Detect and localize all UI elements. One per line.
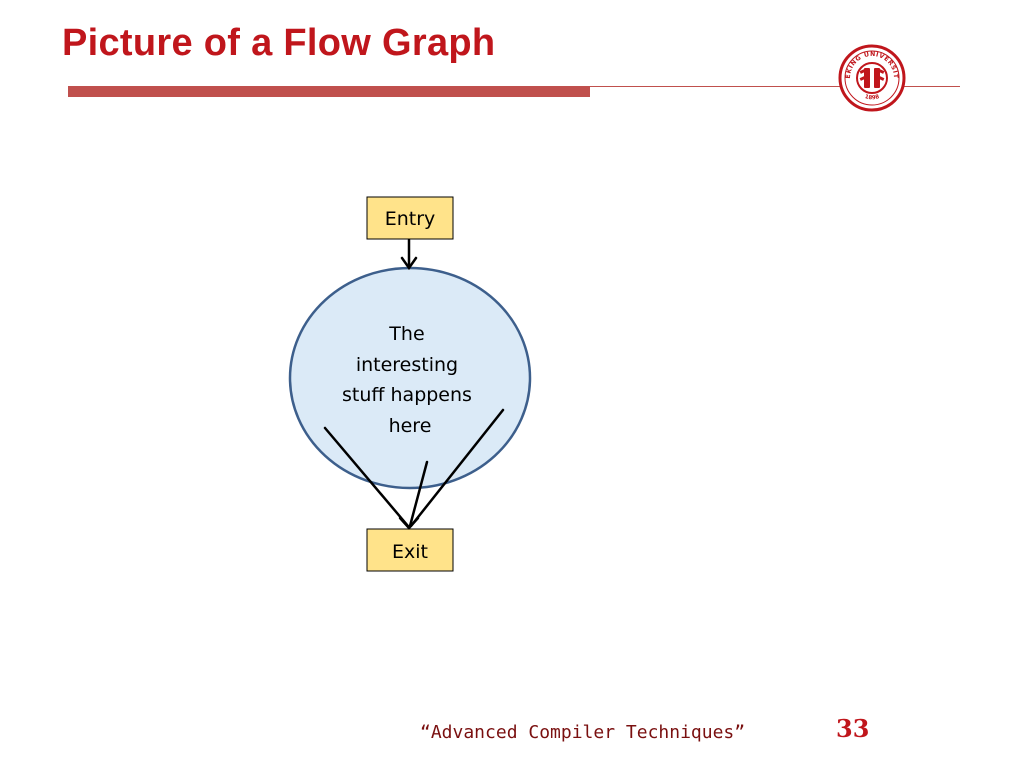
region-text: The interesting stuff happens here: [342, 323, 478, 437]
region-text-line-2: interesting: [356, 354, 458, 376]
title-underline-thin: [590, 86, 960, 87]
seal-year-text: 1898: [864, 94, 880, 101]
entry-node: Entry: [366, 196, 454, 240]
region-text-line-1: The: [388, 323, 424, 345]
exit-arrows: [323, 408, 505, 530]
seal-emblem-icon: [859, 68, 885, 88]
university-seal-logo: PEKING UNIVERSITY 1898: [838, 44, 906, 112]
slide-title: Picture of a Flow Graph: [62, 22, 496, 64]
entry-label: Entry: [385, 208, 436, 230]
entry-arrow: [400, 238, 418, 271]
region-text-line-3: stuff happens: [342, 384, 472, 406]
footer-course-title: “Advanced Compiler Techniques”: [420, 722, 746, 743]
svg-text:1898: 1898: [864, 94, 880, 101]
exit-arrow-middle: [408, 460, 429, 528]
exit-label: Exit: [392, 541, 428, 563]
interesting-region: [288, 266, 532, 490]
exit-arrowhead: [398, 516, 420, 530]
exit-arrow-left: [323, 426, 410, 528]
exit-arrow-right: [409, 408, 505, 528]
region-text-line-4: here: [389, 415, 432, 437]
exit-node: Exit: [366, 528, 454, 572]
title-underline-thick: [68, 86, 590, 97]
page-number: 33: [836, 714, 870, 743]
